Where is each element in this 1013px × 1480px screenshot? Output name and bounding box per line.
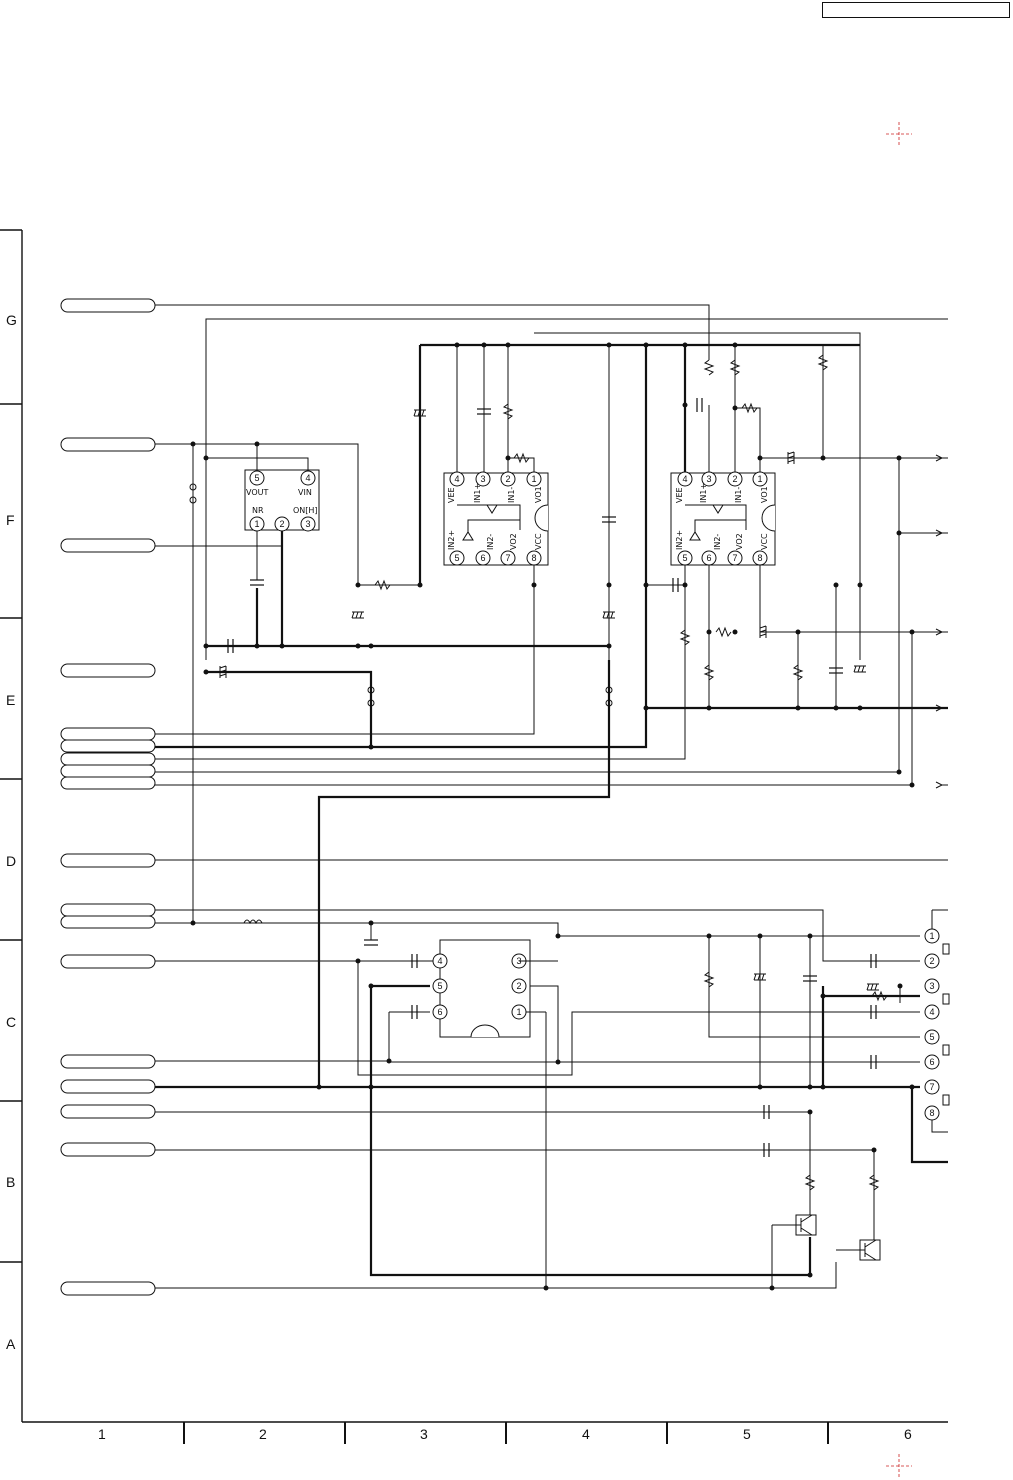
regulator-label-vin: VIN xyxy=(298,488,312,497)
transistor-q1 xyxy=(772,1214,817,1236)
opamp-right-ic xyxy=(670,471,776,566)
right-connector-pin-4: 4 xyxy=(929,1007,934,1017)
resistors xyxy=(374,354,888,1191)
opamp-right-pin-3: 3 xyxy=(706,474,711,484)
opamp-right-pin-7: 7 xyxy=(732,553,737,563)
lower-ic-pin-2: 2 xyxy=(516,981,521,991)
left-connector-tabs xyxy=(60,298,156,1296)
column-label-6: 6 xyxy=(904,1426,912,1442)
row-label-f: F xyxy=(6,512,15,528)
right-connector-pin-5: 5 xyxy=(929,1032,934,1042)
junction-dots xyxy=(190,342,915,1291)
row-label-g: G xyxy=(6,312,17,328)
opamp-right-label-vcc: VCC xyxy=(760,533,769,550)
registration-mark-top xyxy=(886,122,912,146)
opamp-left-pin-1: 1 xyxy=(531,474,536,484)
right-connector-pin-3: 3 xyxy=(929,981,934,991)
opamp-right-pin-5: 5 xyxy=(682,553,687,563)
regulator-label-nr: NR xyxy=(252,506,264,515)
opamp-right-pin-6: 6 xyxy=(706,553,711,563)
opamp-right-pin-8: 8 xyxy=(757,553,762,563)
column-label-5: 5 xyxy=(743,1426,751,1442)
capacitors xyxy=(227,398,877,1157)
right-connector-pin-2: 2 xyxy=(929,956,934,966)
regulator-label-on: ON[H] xyxy=(293,506,318,515)
right-connector-pin-7: 7 xyxy=(929,1082,934,1092)
ferrite-beads xyxy=(189,483,613,707)
opamp-left-label-in1p: IN1+ xyxy=(473,483,482,503)
opamp-left-label-vcc: VCC xyxy=(534,533,543,550)
opamp-right-label-vo1: VO1 xyxy=(760,486,769,503)
regulator-pin-3: 3 xyxy=(305,519,310,529)
lower-ic-pin-6: 6 xyxy=(437,1007,442,1017)
opamp-left-label-vo2: VO2 xyxy=(509,533,518,550)
right-connector xyxy=(924,928,950,1121)
opamp-left-pin-8: 8 xyxy=(531,553,536,563)
opamp-right-label-in1p: IN1+ xyxy=(699,483,708,503)
regulator-pin-1: 1 xyxy=(254,519,259,529)
lower-ic-pin-1: 1 xyxy=(516,1007,521,1017)
opamp-right-label-in1m: IN1- xyxy=(734,487,743,503)
opamp-right-label-vee: VEE xyxy=(675,487,684,503)
registration-mark-bottom xyxy=(886,1454,912,1478)
regulator-label-vout: VOUT xyxy=(246,488,268,497)
inductor xyxy=(243,919,263,925)
regulator-pin-4: 4 xyxy=(305,473,310,483)
opamp-right-label-in2p: IN2+ xyxy=(675,530,684,550)
header-box xyxy=(822,2,1010,18)
row-label-a: A xyxy=(6,1336,16,1352)
regulator-ic xyxy=(244,469,320,532)
row-label-b: B xyxy=(6,1174,15,1190)
opamp-left-label-in1m: IN1- xyxy=(507,487,516,503)
lower-6pin-ic xyxy=(432,939,558,1038)
lower-ic-pin-3: 3 xyxy=(516,956,521,966)
row-label-c: C xyxy=(6,1014,16,1030)
opamp-left-label-in2p: IN2+ xyxy=(447,530,456,550)
regulator-pin-2: 2 xyxy=(279,519,284,529)
lower-ic-pin-5: 5 xyxy=(437,981,442,991)
opamp-left-pin-4: 4 xyxy=(454,474,459,484)
opamp-right-label-in2m: IN2- xyxy=(713,534,722,550)
right-connector-pin-8: 8 xyxy=(929,1108,934,1118)
opamp-left-pin-6: 6 xyxy=(480,553,485,563)
drawing-frame xyxy=(0,229,948,1444)
regulator-pin-5: 5 xyxy=(254,473,259,483)
opamp-right-pin-1: 1 xyxy=(757,474,762,484)
power-rails xyxy=(155,343,948,1277)
opamp-left-label-vo1: VO1 xyxy=(534,486,543,503)
opamp-left-ic xyxy=(443,471,549,566)
column-label-1: 1 xyxy=(98,1426,106,1442)
row-label-d: D xyxy=(6,853,16,869)
column-label-2: 2 xyxy=(259,1426,267,1442)
column-label-3: 3 xyxy=(420,1426,428,1442)
opamp-left-pin-7: 7 xyxy=(505,553,510,563)
column-label-4: 4 xyxy=(582,1426,590,1442)
right-connector-pin-1: 1 xyxy=(929,931,934,941)
row-label-e: E xyxy=(6,692,15,708)
electrolytic-capacitors xyxy=(219,409,879,991)
opamp-left-pin-2: 2 xyxy=(505,474,510,484)
lower-ic-pin-4: 4 xyxy=(437,956,442,966)
opamp-right-pin-4: 4 xyxy=(682,474,687,484)
opamp-left-pin-3: 3 xyxy=(480,474,485,484)
output-jacks xyxy=(935,454,948,789)
opamp-left-label-in2m: IN2- xyxy=(486,534,495,550)
opamp-right-pin-2: 2 xyxy=(732,474,737,484)
transistor-q2 xyxy=(836,1239,881,1261)
opamp-left-label-vee: VEE xyxy=(447,487,456,503)
opamp-right-label-vo2: VO2 xyxy=(735,533,744,550)
right-connector-pin-6: 6 xyxy=(929,1057,934,1067)
opamp-left-pin-5: 5 xyxy=(454,553,459,563)
